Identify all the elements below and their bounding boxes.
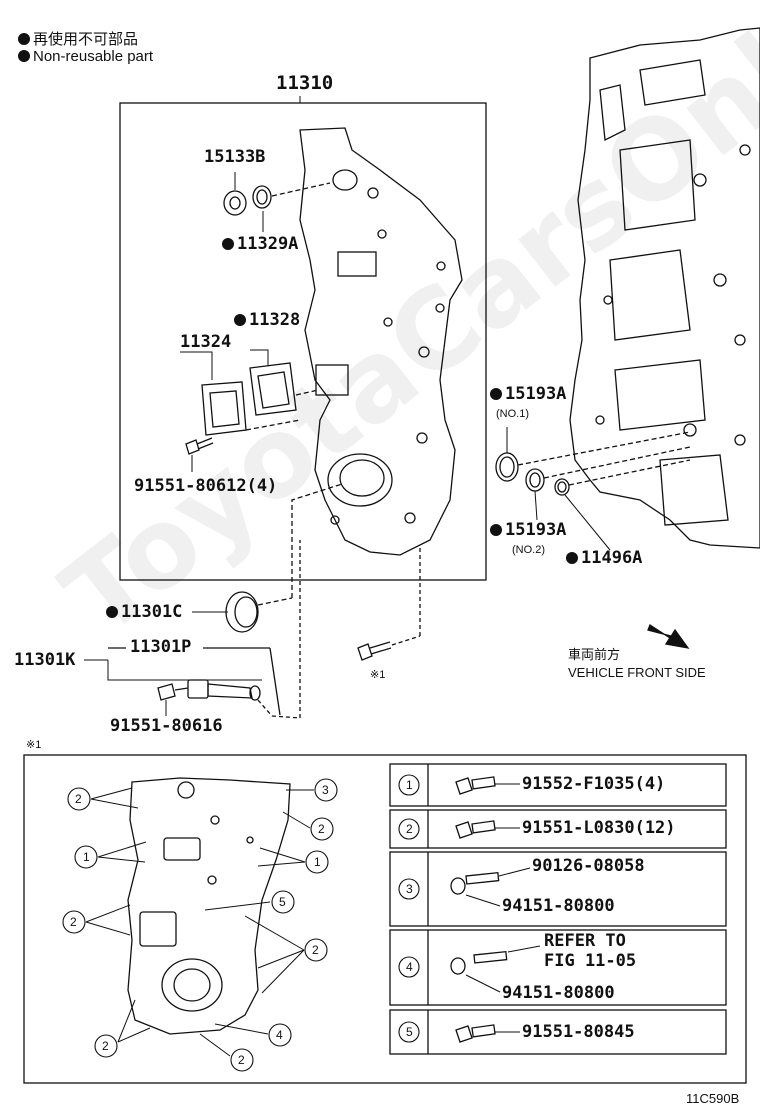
figure-code: 11C590B xyxy=(686,1091,740,1106)
table-part-4b[interactable]: 94151-80800 xyxy=(502,983,615,1003)
bullet-icon xyxy=(18,50,30,62)
timing-cover xyxy=(299,127,463,556)
direction-en: VEHICLE FRONT SIDE xyxy=(568,665,706,680)
callout-3: 3 xyxy=(322,783,329,797)
callout-4: 4 xyxy=(276,1028,283,1042)
callout-2: 2 xyxy=(238,1053,245,1067)
callout-2: 2 xyxy=(75,792,82,806)
callout-2: 2 xyxy=(318,822,325,836)
label-bolt-plate[interactable]: 91551-80612(4) xyxy=(134,476,278,496)
callout-2: 2 xyxy=(102,1039,109,1053)
label-cap[interactable]: 15133B xyxy=(204,147,266,167)
table-num-4: 4 xyxy=(406,960,413,974)
non-reusable-icon xyxy=(106,606,118,618)
non-reusable-icon xyxy=(222,238,234,250)
label-front-seal[interactable]: 11301C xyxy=(106,604,182,621)
ref-mark: ※1 xyxy=(370,669,386,681)
label-bolt-sensor[interactable]: 91551-80616 xyxy=(110,716,223,736)
direction-jp: 車両前方 xyxy=(568,647,621,662)
label-gasket[interactable]: 11328 xyxy=(234,312,300,329)
table-num-5: 5 xyxy=(406,1025,413,1039)
non-reusable-icon xyxy=(490,388,502,400)
table-part-5a[interactable]: 91551-80845 xyxy=(522,1022,635,1042)
non-reusable-icon xyxy=(490,524,502,536)
callout-1: 1 xyxy=(83,850,90,864)
table-ref-line1: REFER TO xyxy=(544,931,626,951)
note-oring-no2: (NO.2) xyxy=(512,544,545,556)
table-num-3: 3 xyxy=(406,882,413,896)
table-num-1: 1 xyxy=(406,778,413,792)
note-oring-no1: (NO.1) xyxy=(496,408,529,420)
front-arrow-shape xyxy=(647,624,690,649)
label-sensor[interactable]: 11301P xyxy=(130,637,192,657)
label-oring-no2[interactable]: 15193A xyxy=(490,522,566,539)
table-part-3a[interactable]: 90126-08058 xyxy=(532,856,645,876)
table-ref-line2[interactable]: FIG 11-05 xyxy=(544,951,637,971)
assembly-frame xyxy=(119,102,487,581)
label-cover-plate[interactable]: 11324 xyxy=(180,332,232,352)
callout-5: 5 xyxy=(279,895,286,909)
table-num-2: 2 xyxy=(406,822,413,836)
engine-block xyxy=(569,27,760,549)
callout-2: 2 xyxy=(70,915,77,929)
label-seal-upper[interactable]: 11329A xyxy=(222,236,298,253)
legend-jp: 再使用不可部品 xyxy=(18,28,138,49)
label-kit[interactable]: 11301K xyxy=(14,650,76,670)
label-assembly[interactable]: 11310 xyxy=(276,72,334,94)
non-reusable-icon xyxy=(234,314,246,326)
table-part-3b[interactable]: 94151-80800 xyxy=(502,896,615,916)
callout-2: 2 xyxy=(312,943,319,957)
bolt-detail-frame xyxy=(23,754,747,1084)
label-oring-small[interactable]: 11496A xyxy=(566,550,642,567)
label-oring-no1[interactable]: 15193A xyxy=(490,386,566,403)
callout-1: 1 xyxy=(314,855,321,869)
table-part-2a[interactable]: 91551-L0830(12) xyxy=(522,818,676,838)
legend-en: Non-reusable part xyxy=(18,48,153,65)
table-ref-note: ※1 xyxy=(26,739,42,751)
non-reusable-icon xyxy=(566,552,578,564)
bullet-icon xyxy=(18,33,30,45)
table-part-1a[interactable]: 91552-F1035(4) xyxy=(522,774,666,794)
